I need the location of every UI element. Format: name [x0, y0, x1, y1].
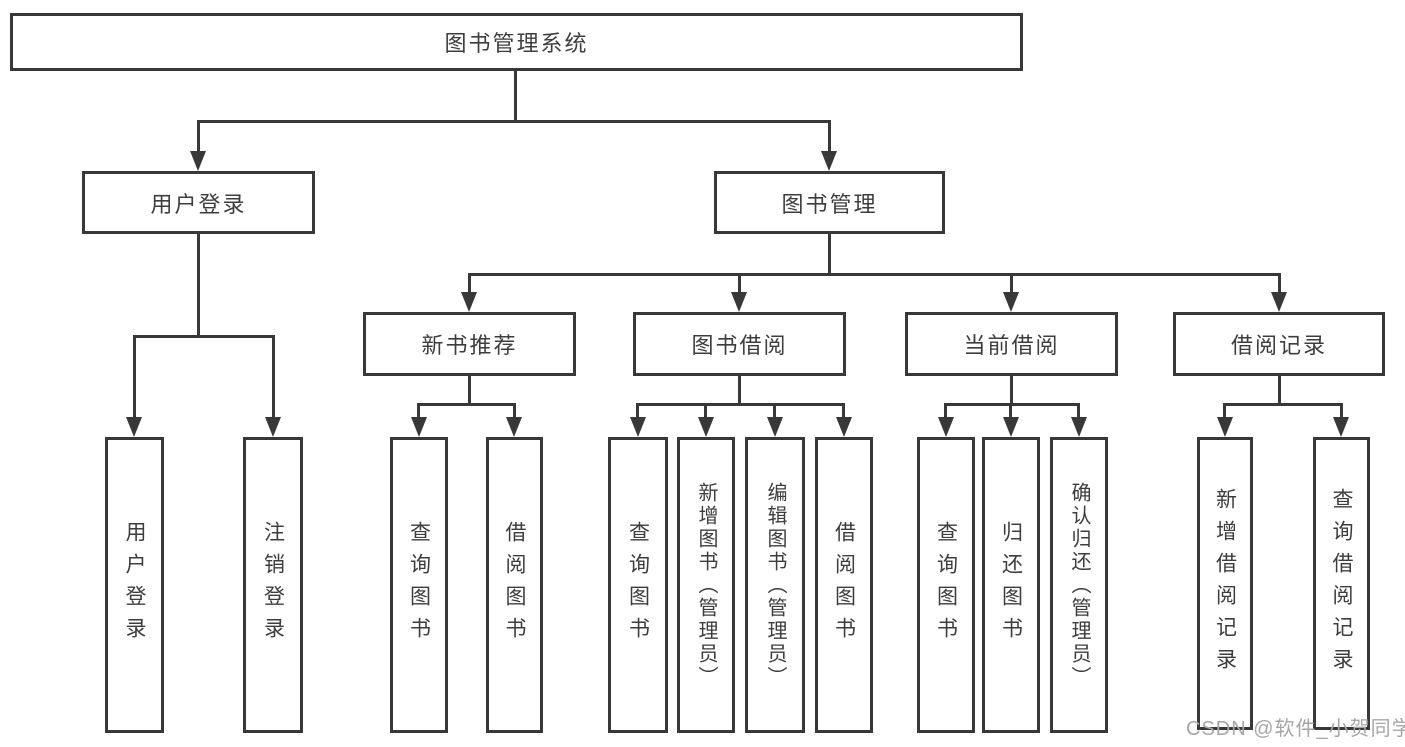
connector-stub: [1077, 403, 1080, 419]
connector-bookmgmt-trunk: [828, 234, 831, 275]
arrow-down-icon: [461, 292, 477, 312]
arrow-down-icon: [1271, 292, 1287, 312]
connector-group-trunk: [468, 376, 471, 406]
arrow-down-icon: [190, 151, 206, 171]
leaf-add-borrow-record: 新增借阅记录: [1197, 437, 1253, 730]
arrow-down-icon: [411, 417, 427, 437]
connector-stub: [1009, 403, 1012, 419]
arrow-down-icon: [265, 417, 281, 437]
connector-group-trunk: [738, 376, 741, 406]
arrow-down-icon: [1333, 417, 1349, 437]
leaf-query-borrow-record: 查询借阅记录: [1313, 437, 1370, 730]
connector-stub: [1010, 273, 1013, 294]
arrow-down-icon: [1071, 417, 1087, 437]
connector-level3-branch: [468, 273, 1281, 276]
arrow-down-icon: [126, 417, 142, 437]
node-user-login: 用户登录: [82, 171, 315, 234]
connector-group-trunk: [1278, 376, 1281, 406]
leaf-query-books-current: 查询图书: [917, 437, 975, 733]
leaf-edit-book-admin: 编辑图书（管理员）: [745, 437, 805, 733]
leaf-return-book: 归还图书: [982, 437, 1040, 733]
connector-stub: [197, 120, 200, 153]
connector-userlogin-branch: [133, 335, 275, 338]
connector-stub: [1340, 403, 1343, 419]
connector-stub: [1223, 403, 1226, 419]
connector-stub: [1278, 273, 1281, 294]
connector-userlogin-trunk: [197, 234, 200, 337]
leaf-confirm-return-admin: 确认归还（管理员）: [1050, 437, 1108, 733]
node-borrow-records: 借阅记录: [1173, 312, 1385, 376]
arrow-down-icon: [821, 151, 837, 171]
connector-stub: [513, 403, 516, 419]
leaf-query-books-borrow: 查询图书: [608, 437, 668, 733]
connector-stub: [842, 403, 845, 419]
watermark: CSDN @软件_小贺同学: [1186, 718, 1405, 740]
connector-stub: [133, 335, 136, 419]
arrow-down-icon: [731, 292, 747, 312]
connector-stub: [828, 120, 831, 153]
arrow-down-icon: [836, 417, 852, 437]
connector-stub: [636, 403, 639, 419]
connector-stub: [773, 403, 776, 419]
arrow-down-icon: [1003, 417, 1019, 437]
connector-stub: [738, 273, 741, 294]
connector-stub: [272, 335, 275, 419]
node-current-borrow: 当前借阅: [905, 312, 1118, 376]
connector-root-branch: [197, 120, 831, 123]
node-new-book-recommend: 新书推荐: [363, 312, 576, 376]
arrow-down-icon: [630, 417, 646, 437]
leaf-user-login: 用户登录: [105, 437, 164, 733]
node-root-system: 图书管理系统: [10, 13, 1023, 71]
leaf-borrow-books-recommend: 借阅图书: [486, 437, 543, 733]
connector-stub: [417, 403, 420, 419]
connector-group-trunk: [1010, 376, 1013, 406]
leaf-borrow-books: 借阅图书: [815, 437, 873, 733]
arrow-down-icon: [1003, 292, 1019, 312]
connector-stub: [704, 403, 707, 419]
arrow-down-icon: [698, 417, 714, 437]
node-book-borrow: 图书借阅: [633, 312, 846, 376]
connector-root-trunk: [514, 70, 517, 122]
arrow-down-icon: [1217, 417, 1233, 437]
arrow-down-icon: [767, 417, 783, 437]
connector-stub: [468, 273, 471, 294]
arrow-down-icon: [938, 417, 954, 437]
leaf-query-books-recommend: 查询图书: [390, 437, 448, 733]
node-book-management: 图书管理: [714, 171, 945, 234]
connector-group-branch: [636, 403, 845, 406]
leaf-add-book-admin: 新增图书（管理员）: [677, 437, 735, 733]
connector-group-branch: [1223, 403, 1343, 406]
connector-stub: [944, 403, 947, 419]
connector-group-branch: [944, 403, 1080, 406]
arrow-down-icon: [506, 417, 522, 437]
connector-group-branch: [417, 403, 516, 406]
leaf-logout: 注销登录: [243, 437, 303, 733]
